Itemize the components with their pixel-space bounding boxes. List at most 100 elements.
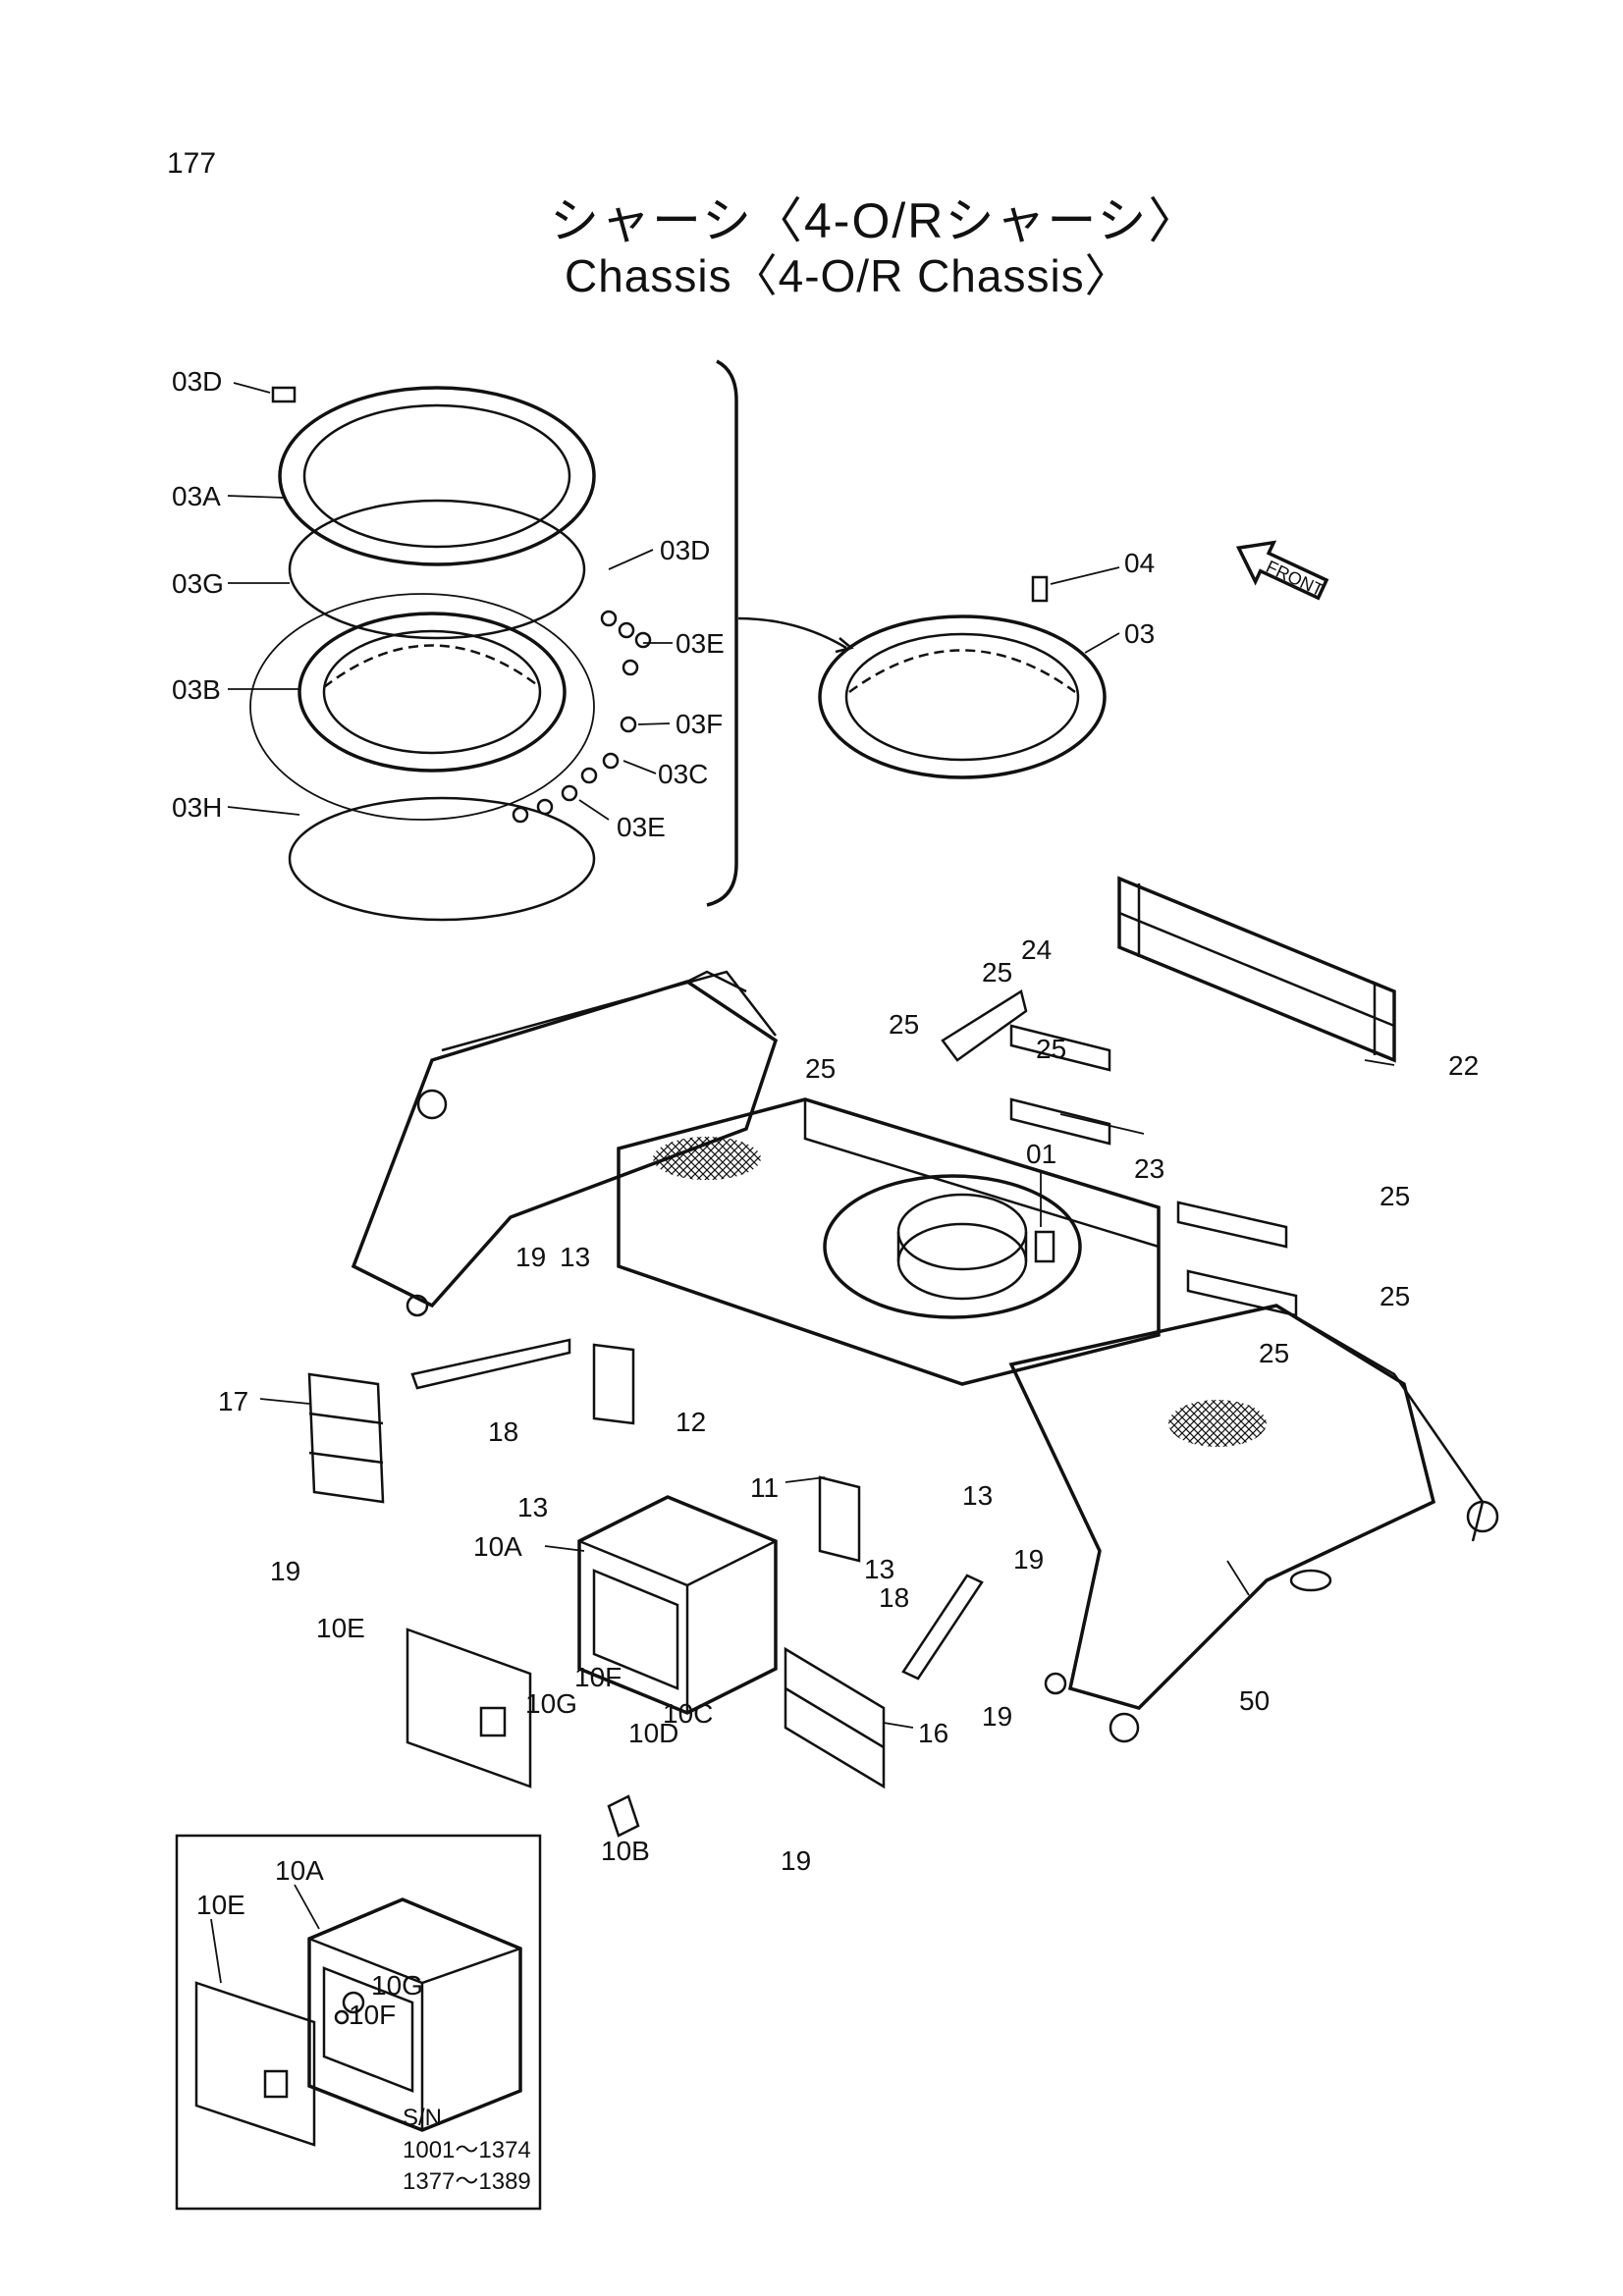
grease-fitting-01 bbox=[1034, 1230, 1055, 1263]
bolt-04 bbox=[1031, 575, 1049, 603]
label-03F: 03F bbox=[676, 709, 723, 739]
label-25-c: 25 bbox=[1036, 1034, 1066, 1064]
inset-label-10G: 10G bbox=[371, 1970, 423, 2001]
bar-24 bbox=[941, 989, 1028, 1062]
label-17: 17 bbox=[218, 1386, 248, 1416]
swing-circle-mount bbox=[823, 1174, 1082, 1319]
inset-sn-range-1: 1001～1374 bbox=[403, 2137, 531, 2163]
label-10D: 10D bbox=[628, 1718, 678, 1748]
inset-label-10F: 10F bbox=[349, 2000, 396, 2030]
label-03H: 03H bbox=[172, 792, 222, 823]
toolbox-10A bbox=[406, 1495, 778, 1838]
page-number: 177 bbox=[167, 147, 217, 180]
lower-right-parts bbox=[784, 1475, 984, 1789]
front-label: FRONT bbox=[1263, 557, 1326, 600]
label-25-b: 25 bbox=[889, 1009, 919, 1040]
bracket-arrow bbox=[737, 616, 847, 650]
deck-hatch-right bbox=[1168, 1400, 1267, 1447]
arm-18-left bbox=[410, 1338, 571, 1390]
label-25-e: 25 bbox=[1380, 1181, 1410, 1211]
inset-sn-range-2: 1377～1389 bbox=[403, 2168, 531, 2195]
deck-hatch-left bbox=[653, 1137, 761, 1180]
ring-03B-inner bbox=[322, 629, 542, 755]
label-23: 23 bbox=[1134, 1153, 1164, 1184]
front-arrow: FRONT bbox=[1235, 540, 1329, 601]
label-11: 11 bbox=[750, 1472, 779, 1503]
ring-envelope bbox=[249, 593, 595, 821]
label-19-b: 19 bbox=[270, 1556, 300, 1586]
guard-22 bbox=[1117, 876, 1396, 1063]
label-13-c: 13 bbox=[962, 1480, 993, 1511]
bracket-11 bbox=[818, 1475, 861, 1563]
label-18-a: 18 bbox=[488, 1416, 518, 1447]
label-10C: 10C bbox=[663, 1698, 713, 1729]
label-04: 04 bbox=[1124, 548, 1155, 578]
label-12: 12 bbox=[676, 1407, 706, 1437]
inset-lid-10E bbox=[194, 1981, 316, 2147]
inset-sn-label: S/N bbox=[403, 2105, 442, 2131]
label-25-f: 25 bbox=[1380, 1281, 1410, 1311]
label-03B: 03B bbox=[172, 674, 221, 705]
label-03E-b: 03E bbox=[617, 812, 666, 842]
label-13-a: 13 bbox=[560, 1242, 590, 1272]
label-19-c: 19 bbox=[1013, 1544, 1044, 1575]
seal-03H bbox=[288, 796, 596, 922]
seal-03G bbox=[288, 499, 586, 640]
brackets-23-24 bbox=[941, 989, 1298, 1317]
leader-lines bbox=[227, 382, 1395, 1729]
chassis-frame bbox=[351, 970, 1499, 1743]
label-03: 03 bbox=[1124, 618, 1155, 649]
callout-labels: 03D 03A 03G 03B 03H 03D 03E 03F 03C 03E … bbox=[172, 366, 1479, 1876]
label-16: 16 bbox=[918, 1718, 948, 1748]
inset-label-10A: 10A bbox=[275, 1855, 324, 1886]
bracket-12 bbox=[592, 1343, 635, 1425]
bearing-exploded-view bbox=[249, 359, 854, 922]
label-25-a: 25 bbox=[982, 957, 1012, 988]
label-10A: 10A bbox=[473, 1531, 522, 1562]
bearing-03-assembled bbox=[818, 575, 1107, 779]
ring-03A-inner bbox=[302, 403, 571, 549]
arm-18-right bbox=[901, 1574, 984, 1681]
step-17 bbox=[307, 1372, 385, 1504]
label-19-e: 19 bbox=[781, 1845, 811, 1876]
label-03C: 03C bbox=[658, 759, 708, 789]
label-03D-b: 03D bbox=[660, 535, 710, 565]
label-22: 22 bbox=[1448, 1050, 1479, 1081]
step-16 bbox=[784, 1646, 886, 1789]
inset-toolbox bbox=[307, 1897, 522, 2132]
label-13-b: 13 bbox=[517, 1492, 548, 1522]
lower-left-parts bbox=[307, 1338, 635, 1504]
label-10F: 10F bbox=[574, 1662, 622, 1692]
label-03E: 03E bbox=[676, 628, 725, 659]
label-03G: 03G bbox=[172, 568, 224, 599]
label-18-b: 18 bbox=[879, 1582, 909, 1613]
label-01: 01 bbox=[1026, 1139, 1056, 1169]
label-03A: 03A bbox=[172, 481, 221, 511]
group-bracket bbox=[706, 359, 738, 907]
inset-label-10E: 10E bbox=[196, 1890, 245, 1920]
label-19-d: 19 bbox=[982, 1701, 1012, 1732]
label-24: 24 bbox=[1021, 934, 1052, 965]
ring-03A-outer bbox=[278, 386, 596, 566]
label-10E: 10E bbox=[316, 1613, 365, 1643]
side-frame-left bbox=[351, 980, 779, 1308]
label-10B: 10B bbox=[601, 1836, 650, 1866]
label-25-d: 25 bbox=[805, 1053, 836, 1084]
label-50: 50 bbox=[1239, 1685, 1270, 1716]
title-japanese: シャーシ〈4-O/Rシャーシ〉 bbox=[550, 193, 1200, 248]
rollers bbox=[512, 610, 652, 824]
side-frame-right bbox=[1008, 1304, 1436, 1710]
latch-10B bbox=[607, 1794, 640, 1838]
bolt-03D bbox=[271, 386, 297, 403]
label-13-d: 13 bbox=[864, 1554, 894, 1584]
label-19-a: 19 bbox=[515, 1242, 546, 1272]
inset-box: 10A 10E 10G 10F S/N 1001～1374 1377～1389 bbox=[175, 1834, 542, 2211]
title-english: Chassis〈4-O/R Chassis〉 bbox=[565, 250, 1131, 301]
label-03D: 03D bbox=[172, 366, 222, 397]
ring-03B-outer bbox=[298, 612, 567, 773]
ring-03B-teeth bbox=[323, 644, 541, 688]
label-25-g: 25 bbox=[1259, 1338, 1289, 1368]
label-10G: 10G bbox=[525, 1688, 577, 1719]
inset-frame bbox=[175, 1834, 542, 2211]
